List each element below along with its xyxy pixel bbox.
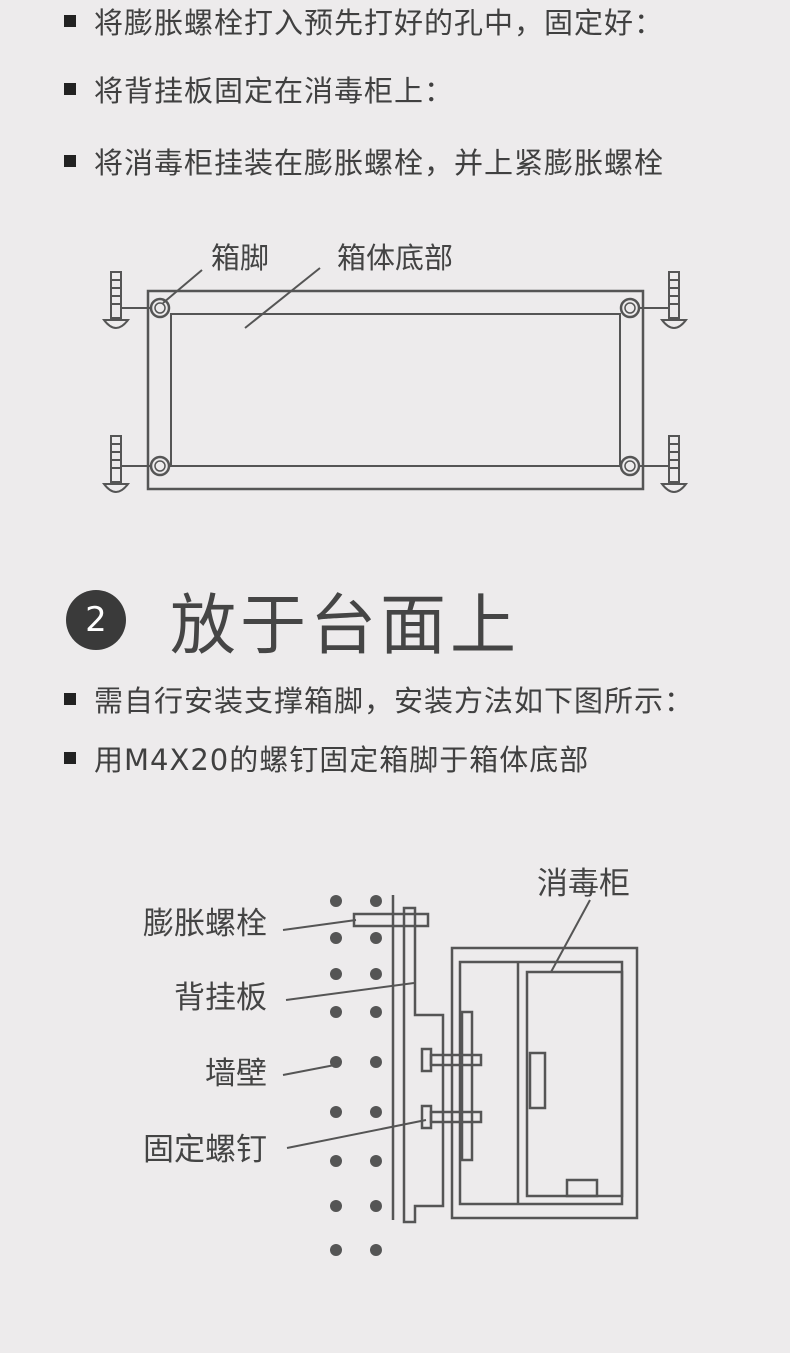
back-plate-label: 背挂板 [174,980,267,1016]
screw-icon [640,435,689,493]
instruction-item: 用M4X20的螺钉固定箱脚于箱体底部 [64,737,589,779]
step-number-badge: 2 [66,590,126,650]
instruction-text: 将消毒柜挂装在膨胀螺栓，并上紧膨胀螺栓 [94,146,665,180]
instruction-item: 需自行安装支撑箱脚，安装方法如下图所示： [64,678,694,720]
cabinet-outline [146,289,645,491]
bullet-square [64,155,76,167]
wall-dots [330,895,382,1256]
leader-line [286,1119,427,1149]
screw-icon [101,271,150,329]
instruction-item: 将膨胀螺栓打入预先打好的孔中，固定好： [64,0,664,42]
instruction-text: 将膨胀螺栓打入预先打好的孔中，固定好： [94,6,665,40]
instruction-text: 用M4X20的螺钉固定箱脚于箱体底部 [94,743,590,777]
bullet-square [64,15,76,27]
leader-line [550,899,591,973]
leader-line [244,267,321,329]
fix-screw [420,1047,433,1073]
cabinet-bottom-diagram: 箱脚 箱体底部 [101,241,689,493]
leader-line [162,269,203,304]
leader-line [282,919,357,931]
foot-circle [149,455,171,477]
fix-screw-label: 固定螺钉 [143,1132,267,1168]
foot-circle [619,297,641,319]
screw-icon [101,435,150,493]
instruction-item: 将背挂板固定在消毒柜上： [64,68,454,110]
bullet-square [64,83,76,95]
cabinet-label: 消毒柜 [537,866,630,902]
cabinet-inner-outline [170,313,621,467]
expansion-bolt-label: 膨胀螺栓 [143,906,267,942]
screw-icon [640,271,689,329]
bullet-square [64,693,76,705]
fix-screw [420,1104,433,1130]
wall-label: 墙壁 [205,1056,267,1092]
step-title: 放于台面上 [170,587,520,664]
bullet-square [64,752,76,764]
foot-circle [149,297,171,319]
cabinet-outer [450,946,639,1220]
back-plate [402,906,445,1224]
instruction-text: 需自行安装支撑箱脚，安装方法如下图所示： [94,684,695,718]
leader-line [282,1063,341,1076]
step-header: 2 放于台面上 [66,572,520,668]
foot-circle [619,455,641,477]
leader-line [285,982,415,1001]
bottom-label: 箱体底部 [337,241,453,275]
cabinet-inner [458,960,624,1206]
instruction-item: 将消毒柜挂装在膨胀螺栓，并上紧膨胀螺栓 [64,140,664,182]
wall-mount-diagram: 消毒柜 膨胀螺栓 背挂板 墙壁 固定螺钉 [143,866,639,1256]
instruction-text: 将背挂板固定在消毒柜上： [94,74,455,108]
expansion-bolt [352,912,430,928]
cabinet-handle [528,1051,547,1110]
foot-label: 箱脚 [211,241,269,275]
